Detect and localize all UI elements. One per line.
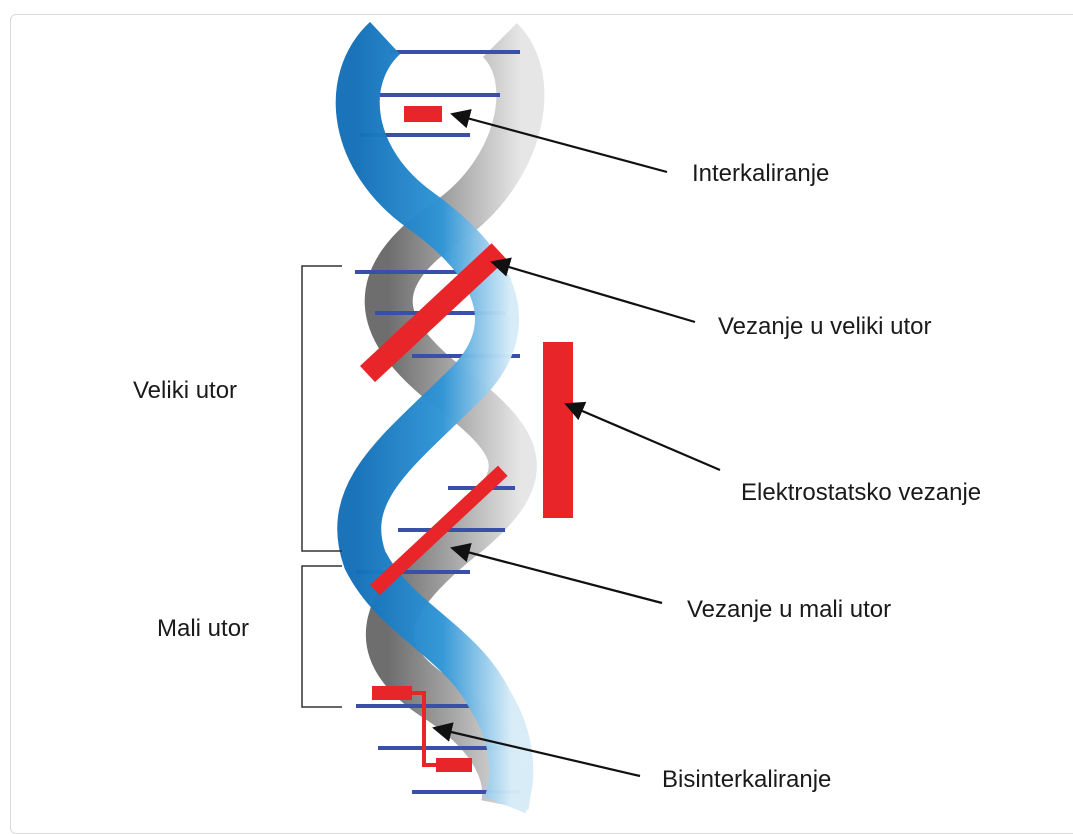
label-minor-groove-binding: Vezanje u mali utor	[687, 596, 891, 623]
bisintercalator-ligand-top	[372, 686, 412, 700]
arrow-electrostatic	[566, 404, 720, 470]
intercalator-ligand	[404, 106, 442, 122]
bisintercalator-ligand-bottom	[436, 758, 472, 772]
arrow-major-groove	[492, 262, 695, 322]
electrostatic-ligand	[543, 342, 573, 518]
label-major-groove: Veliki utor	[133, 377, 237, 404]
label-minor-groove: Mali utor	[157, 615, 249, 642]
minor-groove-bracket	[302, 566, 342, 707]
arrow-minor-groove	[452, 548, 662, 603]
label-intercalation: Interkaliranje	[692, 160, 829, 187]
label-bisintercalation: Bisinterkaliranje	[662, 766, 831, 793]
groove-brackets	[302, 266, 342, 707]
major-groove-bracket	[302, 266, 342, 551]
label-electrostatic-binding: Elektrostatsko vezanje	[741, 479, 981, 506]
label-major-groove-binding: Vezanje u veliki utor	[718, 313, 931, 340]
